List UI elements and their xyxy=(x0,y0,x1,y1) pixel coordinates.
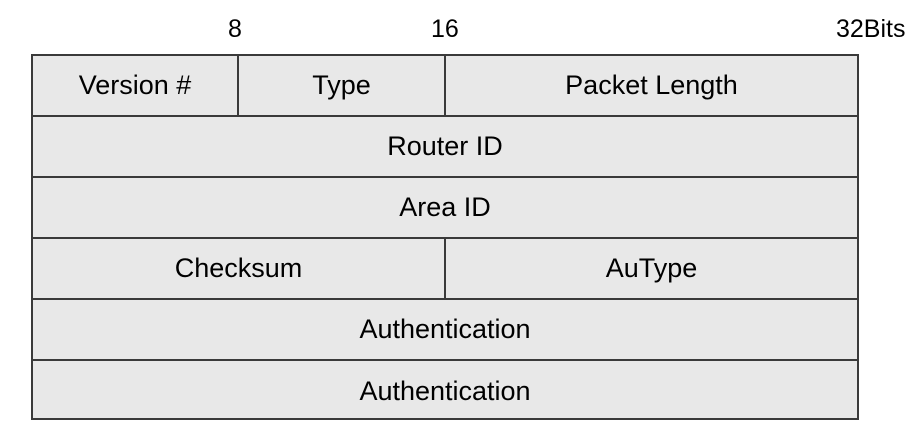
field-router-id: Router ID xyxy=(387,131,503,161)
header-row-1: Version # Type Packet Length xyxy=(33,56,857,117)
bit-marker-16: 16 xyxy=(431,15,459,43)
header-row-4: Checksum AuType xyxy=(33,239,857,300)
field-area-id: Area ID xyxy=(399,192,491,222)
field-version: Version # xyxy=(33,56,239,115)
header-row-5: Authentication xyxy=(33,300,857,361)
field-type: Type xyxy=(239,56,446,115)
header-row-6: Authentication xyxy=(33,361,857,421)
field-packet-length: Packet Length xyxy=(565,70,738,100)
bit-marker-8: 8 xyxy=(228,15,242,43)
bit-marker-32: 32Bits xyxy=(836,15,906,43)
header-row-2: Router ID xyxy=(33,117,857,178)
field-authentication-1: Authentication xyxy=(359,314,531,344)
field-authentication-2: Authentication xyxy=(359,375,531,406)
header-row-3: Area ID xyxy=(33,178,857,239)
field-checksum: Checksum xyxy=(33,239,446,298)
field-autype: AuType xyxy=(605,253,698,283)
packet-header-diagram: Version # Type Packet Length Router ID A… xyxy=(31,54,859,420)
